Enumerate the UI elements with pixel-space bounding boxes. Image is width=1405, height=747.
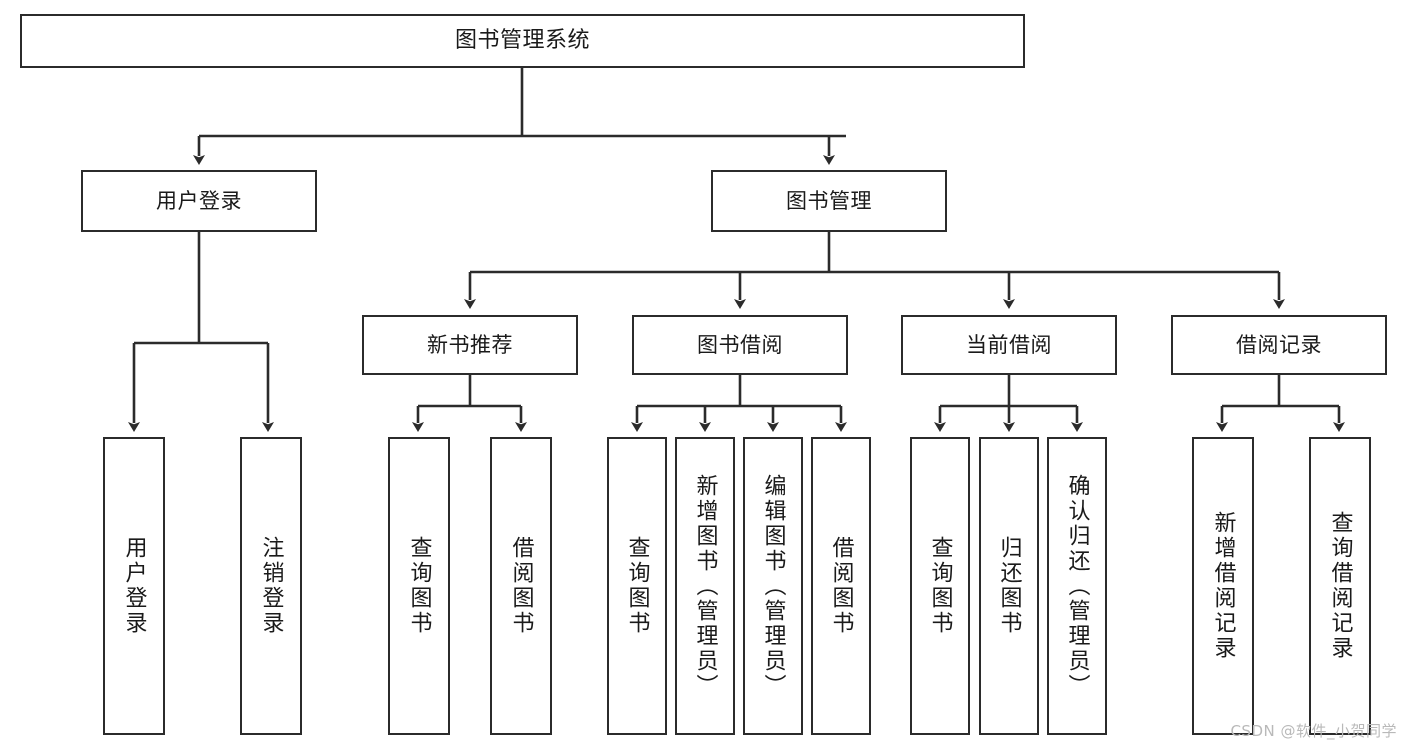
leaf-book-borrow-edit[interactable]: 编辑图书（管理员） xyxy=(743,437,803,735)
leaf-borrow-record-add[interactable]: 新增借阅记录 xyxy=(1192,437,1254,735)
leaf-current-borrow-confirm-return[interactable]: 确认归还（管理员） xyxy=(1047,437,1107,735)
node-root-library-system[interactable]: 图书管理系统 xyxy=(20,14,1025,68)
leaf-new-book-query[interactable]: 查询图书 xyxy=(388,437,450,735)
leaf-user-login-signout[interactable]: 注销登录 xyxy=(240,437,302,735)
node-label: 归还图书 xyxy=(996,536,1022,636)
node-label: 图书借阅 xyxy=(697,332,783,357)
leaf-new-book-borrow[interactable]: 借阅图书 xyxy=(490,437,552,735)
node-label: 新书推荐 xyxy=(427,332,513,357)
node-label: 确认归还（管理员） xyxy=(1064,473,1090,699)
node-label: 查询借阅记录 xyxy=(1327,511,1353,661)
node-new-book-recommend[interactable]: 新书推荐 xyxy=(362,315,578,375)
node-label: 借阅图书 xyxy=(508,536,534,636)
node-borrow-record[interactable]: 借阅记录 xyxy=(1171,315,1387,375)
node-label: 图书管理系统 xyxy=(454,28,590,54)
node-label: 编辑图书（管理员） xyxy=(760,473,786,699)
leaf-book-borrow-add[interactable]: 新增图书（管理员） xyxy=(675,437,735,735)
leaf-borrow-record-query[interactable]: 查询借阅记录 xyxy=(1309,437,1371,735)
node-user-login[interactable]: 用户登录 xyxy=(81,170,317,232)
node-label: 查询图书 xyxy=(624,536,650,636)
leaf-current-borrow-query[interactable]: 查询图书 xyxy=(910,437,970,735)
node-label: 图书管理 xyxy=(786,188,872,213)
node-current-borrow[interactable]: 当前借阅 xyxy=(901,315,1117,375)
leaf-current-borrow-return[interactable]: 归还图书 xyxy=(979,437,1039,735)
node-label: 注销登录 xyxy=(258,536,284,636)
csdn-watermark: CSDN @软件_小贺同学 xyxy=(1230,722,1397,740)
node-label: 新增图书（管理员） xyxy=(692,473,718,699)
node-label: 用户登录 xyxy=(121,536,147,636)
node-label: 新增借阅记录 xyxy=(1210,511,1236,661)
node-label: 查询图书 xyxy=(406,536,432,636)
node-book-borrow[interactable]: 图书借阅 xyxy=(632,315,848,375)
leaf-book-borrow-lend[interactable]: 借阅图书 xyxy=(811,437,871,735)
node-label: 借阅记录 xyxy=(1236,332,1322,357)
leaf-user-login-signin[interactable]: 用户登录 xyxy=(103,437,165,735)
node-label: 用户登录 xyxy=(156,188,242,213)
leaf-book-borrow-query[interactable]: 查询图书 xyxy=(607,437,667,735)
node-label: 查询图书 xyxy=(927,536,953,636)
node-label: 借阅图书 xyxy=(828,536,854,636)
node-book-management[interactable]: 图书管理 xyxy=(711,170,947,232)
node-label: 当前借阅 xyxy=(966,332,1052,357)
